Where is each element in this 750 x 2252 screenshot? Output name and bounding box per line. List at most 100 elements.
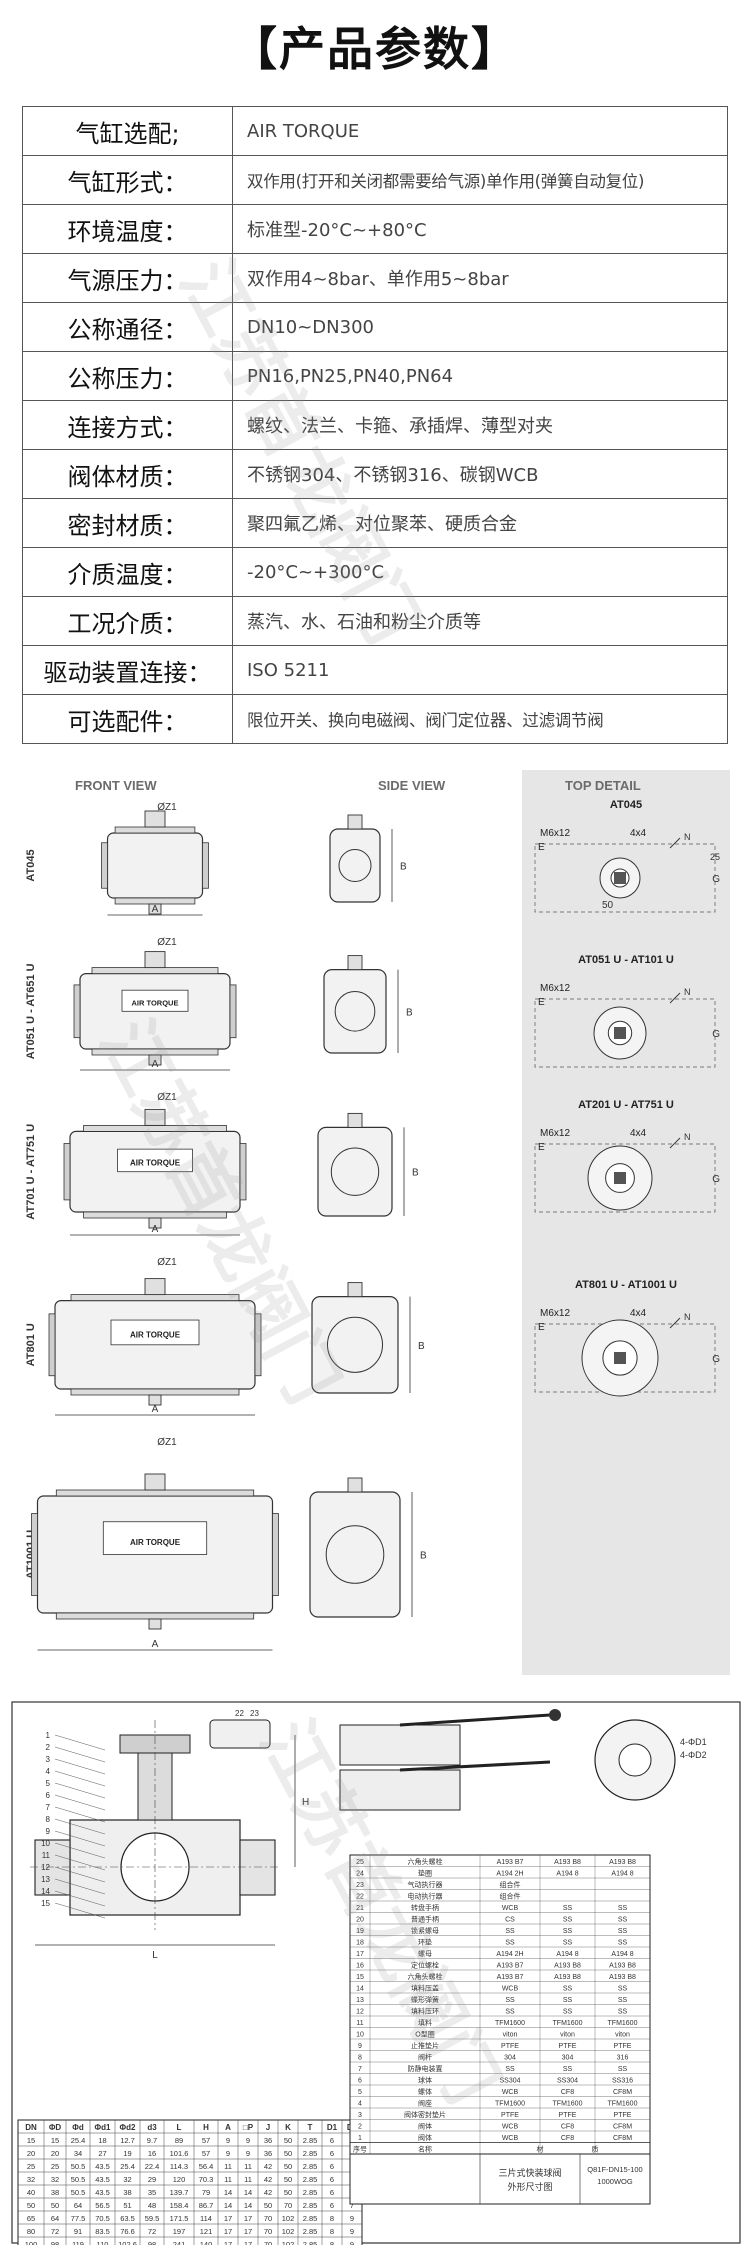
callout-number: 13	[41, 1875, 50, 1884]
dim-table-cell: 70.3	[199, 2175, 214, 2184]
parts-cell: SS316	[612, 2078, 633, 2085]
dim-table-cell: 17	[224, 2240, 232, 2245]
actuator-pinion-top	[144, 1278, 166, 1296]
parts-cell: PTFE	[614, 2043, 632, 2050]
spec-value: 螺纹、法兰、卡箍、承插焊、薄型对夹	[232, 400, 728, 450]
parts-cell: SS	[505, 1928, 515, 1935]
parts-cell: SS	[563, 2066, 573, 2073]
parts-cell: TFM1600	[608, 2020, 638, 2027]
callout-leader	[54, 1842, 106, 1859]
actuator-top-rail	[91, 967, 219, 975]
callout-number: 1	[46, 1731, 51, 1740]
dim-table-cell: 9.7	[147, 2136, 157, 2145]
callout-leader	[54, 1866, 106, 1883]
parts-cell: A194 2H	[496, 1951, 523, 1958]
dim-table-cell: 120	[173, 2175, 186, 2184]
title-block-sub: 外形尺寸图	[507, 2181, 552, 2192]
dim-table-cell: 8	[330, 2214, 334, 2223]
callout-leader	[54, 1794, 106, 1811]
spec-value: DN10~DN300	[232, 302, 728, 352]
top-detail-title: AT801 U - AT1001 U	[575, 1279, 677, 1291]
parts-cell: O型圈	[415, 2030, 434, 2039]
parts-cell: PTFE	[559, 2043, 577, 2050]
dim-table-cell: 64	[51, 2214, 59, 2223]
dim-table-header: Φd1	[95, 2123, 111, 2132]
dim-table-header: A	[225, 2123, 231, 2132]
parts-cell: SS	[563, 1905, 573, 1912]
top-detail-pattern: 4x4	[630, 1308, 647, 1319]
actuator-bottom-rail	[83, 1211, 227, 1219]
dim-label-b: B	[400, 862, 407, 873]
spec-row: 介质温度：-20°C~+300°C	[22, 547, 728, 597]
dim-table-cell: 100	[25, 2240, 38, 2245]
top-detail-square	[614, 1172, 626, 1184]
parts-cell: PTFE	[614, 2112, 632, 2119]
valve-end-left	[34, 1839, 71, 1896]
spec-label: 阀体材质：	[22, 449, 233, 499]
actuator-side-body	[323, 969, 387, 1054]
title-block	[349, 2153, 651, 2205]
spec-row: 工况介质：蒸汽、水、石油和粉尘介质等	[22, 596, 728, 646]
actuator-side-body	[329, 828, 381, 903]
parts-cell: WCB	[502, 1905, 519, 1912]
spec-label: 可选配件：	[22, 694, 233, 744]
side-pinion	[347, 1282, 363, 1298]
actuator-left-cap	[101, 842, 108, 889]
parts-cell: 9	[358, 2043, 362, 2050]
dim-table-cell: 77.5	[71, 2214, 86, 2223]
dim-table-cell: 14	[244, 2188, 252, 2197]
dim-table-cell: 17	[224, 2227, 232, 2236]
dim-table-cell: 72	[51, 2227, 59, 2236]
parts-cell: SS	[563, 1986, 573, 1993]
parts-cell: 13	[356, 1997, 364, 2004]
parts-cell: TFM1600	[553, 2101, 583, 2108]
front-view-label: FRONT VIEW	[75, 778, 157, 793]
actuator-model-label: AT801 U	[25, 1323, 37, 1366]
parts-cell: TFM1600	[495, 2101, 525, 2108]
parts-cell: 定位螺栓	[411, 1961, 439, 1970]
dim-table-cell: 2.85	[303, 2240, 318, 2245]
dim-table-cell: 35	[148, 2188, 156, 2197]
parts-cell: SS	[618, 1997, 628, 2004]
dim-table-cell: 2.85	[303, 2227, 318, 2236]
parts-cell: 4	[358, 2101, 362, 2108]
dim-table-header: DN	[25, 2123, 37, 2132]
dim-table-cell: 20	[27, 2149, 35, 2158]
handle-knob	[549, 1709, 561, 1721]
top-detail-g: G	[712, 1029, 720, 1040]
side-view-label: SIDE VIEW	[378, 778, 446, 793]
callout-number: 5	[46, 1779, 51, 1788]
dim-table-header: Φd	[72, 2123, 84, 2132]
dim-table-cell: 29	[148, 2175, 156, 2184]
dim-table-cell: 59.5	[145, 2214, 160, 2223]
spec-label: 气缸形式：	[22, 155, 233, 205]
dim-table-cell: 48	[148, 2201, 156, 2210]
parts-cell: viton	[615, 2032, 630, 2039]
actuator-pinion-top	[144, 1473, 166, 1491]
dim-table-cell: 36	[264, 2136, 272, 2145]
parts-cell: 304	[562, 2055, 574, 2062]
dim-table-cell: 80	[27, 2227, 35, 2236]
parts-cell: CF8M	[613, 2089, 632, 2096]
parts-cell: 填料	[418, 2018, 432, 2027]
spec-row: 气源压力：双作用4~8bar、单作用5~8bar	[22, 253, 728, 303]
parts-cell: PTFE	[501, 2112, 519, 2119]
parts-cell: 12	[356, 2009, 364, 2016]
parts-cell: SS	[618, 1905, 628, 1912]
dim-table-cell: 50	[284, 2188, 292, 2197]
title-block-code2: 1000WOG	[597, 2177, 633, 2186]
actuator-top-rail	[83, 1124, 227, 1132]
parts-cell: SS	[563, 1997, 573, 2004]
dim-table-cell: 197	[173, 2227, 186, 2236]
dim-table-cell: 79	[202, 2188, 210, 2197]
parts-cell: SS	[563, 1917, 573, 1924]
dim-table-cell: 38	[123, 2188, 131, 2197]
dim-table-cell: 91	[74, 2227, 82, 2236]
brand-plate-text: AIR TORQUE	[132, 998, 179, 1007]
parts-cell: 六角头螺栓	[408, 1857, 443, 1866]
actuator-side-body	[311, 1295, 399, 1394]
spec-row: 公称通径：DN10~DN300	[22, 302, 728, 352]
spec-row: 气缸选配;AIR TORQUE	[22, 106, 728, 156]
dim-table-cell: 139.7	[170, 2188, 189, 2197]
parts-cell: A193 B8	[609, 1859, 636, 1866]
